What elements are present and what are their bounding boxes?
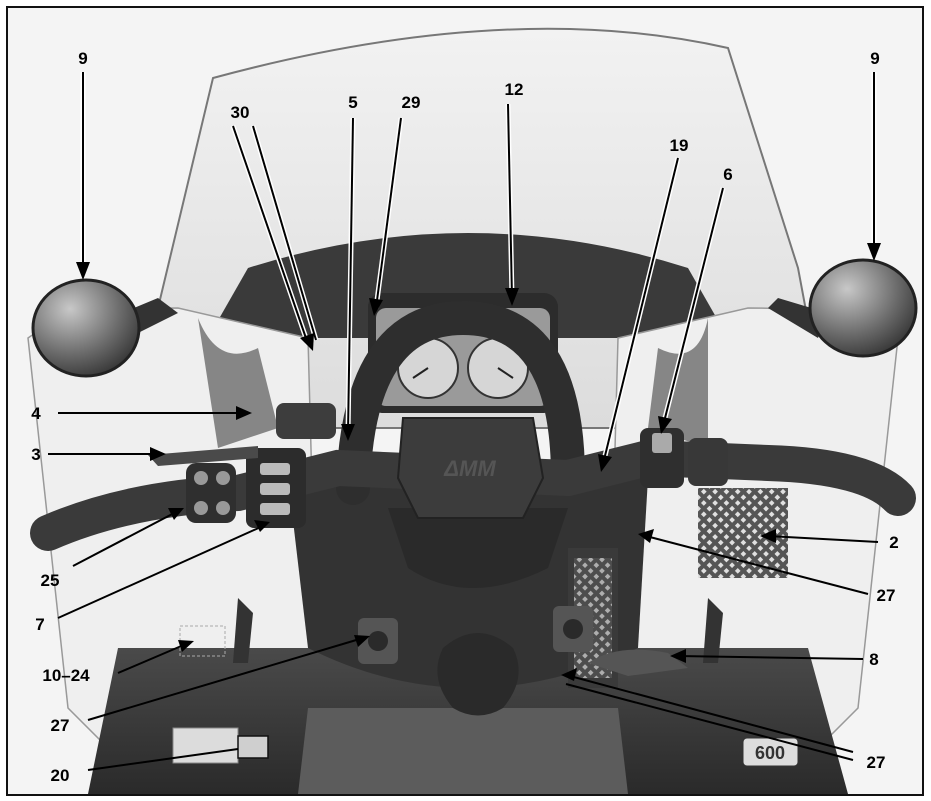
- brake-reservoir: [276, 403, 336, 439]
- callout-9-left: 9: [78, 49, 87, 68]
- callout-7: 7: [35, 615, 44, 634]
- callout-30: 30: [231, 103, 250, 122]
- left-switch-housing: [186, 463, 236, 523]
- callout-12: 12: [505, 80, 524, 99]
- left-mirror: [31, 278, 141, 378]
- upper-fairing: [208, 233, 728, 338]
- callout-10-24: 10–24: [42, 666, 90, 685]
- right-switch-housing: [640, 428, 684, 488]
- callout-2: 2: [889, 533, 898, 552]
- callout-5: 5: [348, 93, 357, 112]
- callout-6: 6: [723, 165, 732, 184]
- callout-29: 29: [402, 93, 421, 112]
- callout-8: 8: [869, 650, 878, 669]
- callout-3: 3: [31, 445, 40, 464]
- arrowheads: [76, 243, 881, 681]
- callout-27-lower: 27: [867, 753, 886, 772]
- callout-labels: 9 30 5 29 12 19 6 9 4 3 25 7 10–24 27 20…: [31, 49, 898, 785]
- sticker-lower: [172, 727, 239, 764]
- right-mirror: [808, 258, 918, 358]
- callout-4: 4: [31, 404, 41, 423]
- leader-lines: [48, 72, 879, 771]
- callout-19: 19: [670, 136, 689, 155]
- callout-27-right: 27: [877, 586, 896, 605]
- fuel-cap: [437, 633, 519, 716]
- hub-logo: ΔMM: [443, 456, 496, 481]
- model-badge: 600: [755, 743, 785, 763]
- brake-lever: [148, 446, 258, 466]
- diagram-frame: ΔMM 600: [6, 6, 924, 796]
- callout-27-left: 27: [51, 716, 70, 735]
- label-20-box: [237, 735, 269, 759]
- callout-9-right: 9: [870, 49, 879, 68]
- handlebar-hub: [396, 417, 545, 519]
- handlebar-riser: [336, 300, 585, 505]
- throttle-lever: [588, 649, 688, 676]
- vehicle-handlebar-photo: ΔMM 600: [8, 8, 922, 794]
- callout-20: 20: [51, 766, 70, 785]
- callout-25: 25: [41, 571, 60, 590]
